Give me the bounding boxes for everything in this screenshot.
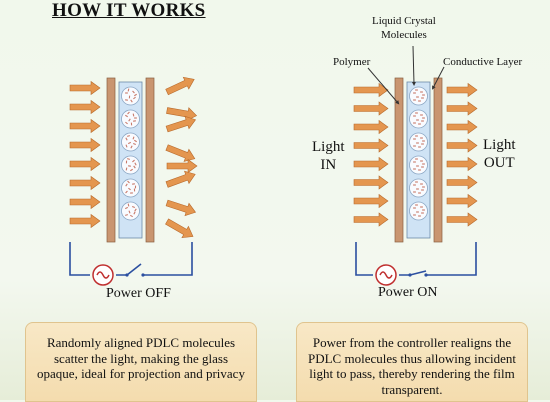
arrow-icon	[354, 121, 388, 134]
arrow-icon	[70, 120, 100, 133]
arrow-icon	[165, 197, 198, 219]
conductive-layer-left	[107, 78, 115, 242]
arrow-icon	[447, 84, 477, 97]
arrow-icon	[447, 176, 477, 189]
arrow-icon	[70, 215, 100, 228]
arrow-icon	[447, 139, 477, 152]
liquid-crystal-droplet	[410, 202, 428, 220]
ac-source-icon	[376, 265, 396, 285]
circuit-wire	[356, 242, 476, 275]
power-on-description: Power from the controller realigns the P…	[296, 322, 528, 402]
arrow-icon	[354, 176, 388, 189]
polymer-label: Polymer	[333, 56, 370, 68]
arrow-icon	[354, 195, 388, 208]
liquid-crystal-pointer	[413, 46, 414, 84]
conductive-layer-right	[146, 78, 154, 242]
circuit-wire	[70, 242, 192, 275]
liquid-crystal-droplet	[122, 179, 140, 197]
liquid-crystal-droplet	[122, 133, 140, 151]
liquid-crystal-droplet	[410, 87, 428, 105]
arrow-icon	[354, 102, 388, 115]
liquid-crystal-droplet	[122, 87, 140, 105]
arrow-icon	[70, 177, 100, 190]
arrow-icon	[70, 139, 100, 152]
switch-icon	[408, 271, 427, 277]
arrow-icon	[164, 216, 196, 242]
power-off-label: Power OFF	[106, 286, 171, 302]
arrow-icon	[167, 160, 197, 173]
polymer-pointer	[368, 68, 398, 103]
arrow-icon	[70, 82, 100, 95]
power-on-label: Power ON	[378, 285, 438, 301]
conductive-layer-label: Conductive Layer	[443, 56, 522, 68]
arrow-icon	[447, 213, 477, 226]
arrow-icon	[164, 73, 197, 97]
switch-icon	[125, 264, 144, 277]
arrow-icon	[447, 121, 477, 134]
arrow-icon	[354, 158, 388, 171]
conductive-layer-left	[395, 78, 403, 242]
arrow-icon	[165, 141, 198, 164]
arrow-icon	[165, 168, 198, 190]
conductive-layer-right	[434, 78, 442, 242]
arrow-icon	[70, 196, 100, 209]
power-off-description: Randomly aligned PDLC molecules scatter …	[25, 322, 257, 402]
liquid-crystal-droplet	[122, 156, 140, 174]
light-out-label: Light OUT	[483, 136, 516, 172]
arrow-icon	[70, 158, 100, 171]
power-on-diagram	[354, 78, 477, 285]
liquid-crystal-label: Liquid Crystal Molecules	[372, 14, 436, 42]
power-off-diagram	[70, 73, 198, 285]
arrow-icon	[354, 213, 388, 226]
arrow-icon	[447, 102, 477, 115]
arrow-icon	[447, 158, 477, 171]
liquid-crystal-droplet	[410, 179, 428, 197]
liquid-crystal-droplet	[410, 133, 428, 151]
arrow-icon	[70, 101, 100, 114]
liquid-crystal-droplet	[410, 110, 428, 128]
light-in-label: Light IN	[312, 138, 345, 174]
ac-source-icon	[93, 265, 113, 285]
arrow-icon	[447, 195, 477, 208]
liquid-crystal-droplet	[122, 110, 140, 128]
liquid-crystal-droplet	[122, 202, 140, 220]
arrow-icon	[354, 139, 388, 152]
liquid-crystal-droplet	[410, 156, 428, 174]
